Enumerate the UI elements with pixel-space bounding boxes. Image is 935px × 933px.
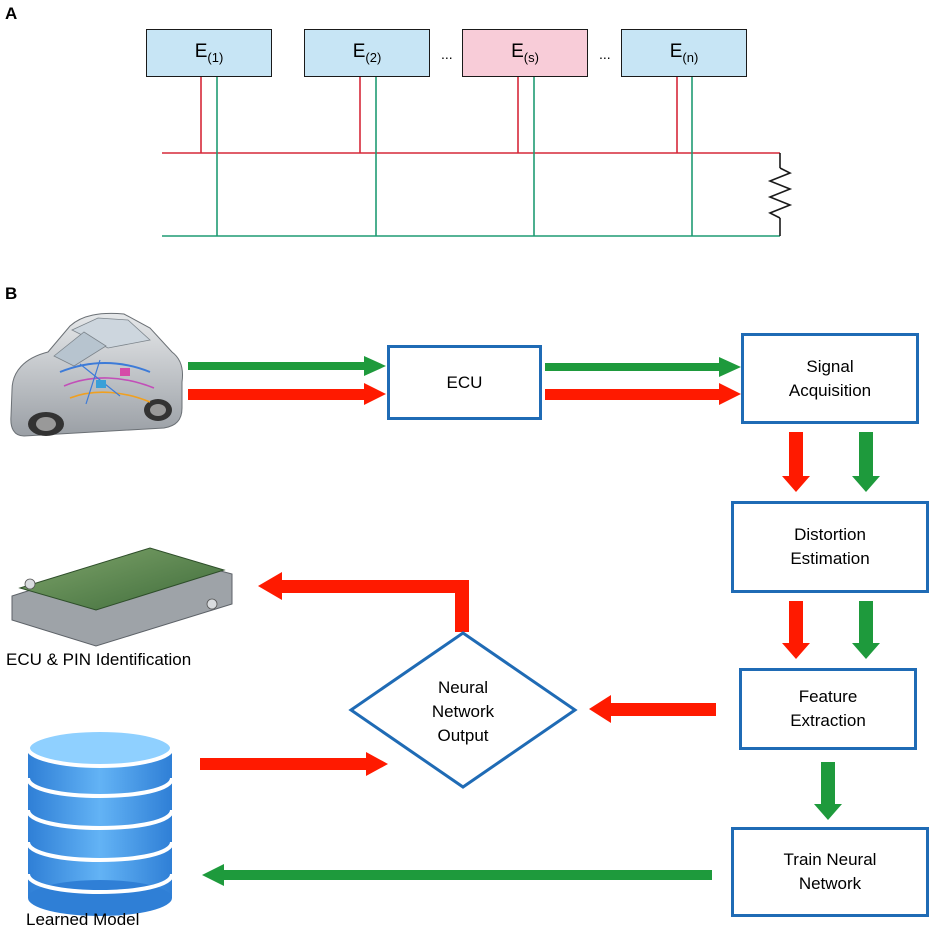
arrow-distortion-to-feature-red	[782, 601, 810, 659]
train-neural-network-line-2: Network	[798, 874, 862, 893]
node-es-base: E	[511, 41, 524, 62]
feature-extraction-line-1: Feature	[798, 687, 858, 706]
nn-output-line-2: Network	[431, 702, 495, 721]
distortion-estimation-line-1: Distortion	[794, 525, 866, 544]
arrow-ecu-to-signal-red	[545, 383, 741, 405]
feature-extraction-box: Feature Extraction	[739, 668, 917, 750]
neural-network-output-label: Neural Network Output	[413, 676, 513, 748]
arrow-feature-to-output-red	[589, 695, 716, 723]
node-en-sub: (n)	[682, 50, 699, 65]
node-e2-base: E	[352, 41, 366, 62]
nn-output-line-3: Output	[437, 726, 489, 745]
arrow-train-to-model-green	[202, 864, 712, 886]
ecu-label: ECU	[446, 372, 483, 392]
train-neural-network-line-1: Train Neural	[783, 850, 877, 869]
panel-b-label: B	[5, 284, 18, 303]
ecu-board-illustration	[11, 547, 233, 647]
node-es-sub: (s)	[523, 50, 539, 65]
arrow-car-to-ecu-red	[188, 383, 386, 405]
node-es: E(s)	[462, 29, 588, 77]
arrow-feature-to-train-green	[814, 762, 842, 820]
arrow-distortion-to-feature-green	[852, 601, 880, 659]
car-illustration	[10, 312, 183, 437]
arrow-output-to-ecu-pin-red	[258, 572, 469, 632]
signal-acquisition-line-1: Signal	[806, 356, 854, 376]
node-e2: E(2)	[304, 29, 430, 77]
distortion-estimation-box: Distortion Estimation	[731, 501, 929, 593]
ellipsis-1: ...	[441, 46, 453, 62]
node-e1-base: E	[194, 41, 208, 62]
arrow-car-to-ecu-green	[188, 356, 386, 376]
node-e1-sub: (1)	[207, 50, 224, 65]
can-bus-diagram	[162, 77, 793, 237]
signal-acquisition-box: Signal Acquisition	[741, 333, 919, 424]
terminator-resistor	[767, 167, 793, 219]
arrow-ecu-to-signal-green	[545, 357, 741, 377]
train-neural-network-box: Train Neural Network	[731, 827, 929, 917]
neural-network-output-diamond	[348, 631, 578, 789]
ellipsis-2: ...	[599, 46, 611, 62]
feature-extraction-line-2: Extraction	[790, 711, 866, 730]
node-en: E(n)	[621, 29, 747, 77]
arrow-signal-to-distortion-red	[782, 432, 810, 492]
learned-model-caption: Learned Model	[26, 910, 140, 929]
node-e1: E(1)	[146, 29, 272, 77]
nn-output-line-1: Neural	[437, 678, 489, 697]
node-e2-sub: (2)	[365, 50, 382, 65]
panel-a-label: A	[5, 4, 18, 23]
database-icon	[26, 728, 174, 916]
ecu-box: ECU	[387, 345, 542, 420]
arrow-signal-to-distortion-green	[852, 432, 880, 492]
signal-acquisition-line-2: Acquisition	[788, 380, 872, 400]
node-en-base: E	[669, 41, 683, 62]
distortion-estimation-line-2: Estimation	[790, 549, 870, 568]
ecu-pin-identification-caption: ECU & PIN Identification	[6, 650, 192, 669]
arrow-model-to-output-red	[200, 752, 388, 776]
